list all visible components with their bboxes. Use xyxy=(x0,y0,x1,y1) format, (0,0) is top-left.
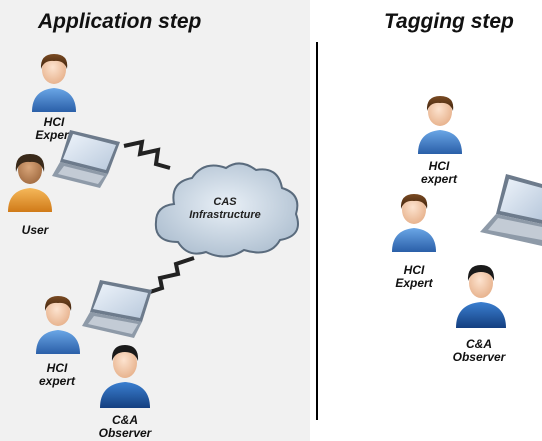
hci-expert-label: HCI Expert xyxy=(35,115,73,142)
laptop-icon xyxy=(52,130,120,188)
observer-label: C&A Observer xyxy=(452,337,506,364)
tagging-step-title: Tagging step xyxy=(384,10,514,33)
cas-infrastructure-label: CAS Infrastructure xyxy=(189,196,261,221)
laptop-icon xyxy=(82,280,152,338)
user-label: User xyxy=(21,223,49,237)
hci-expert-person-icon xyxy=(36,296,80,354)
hci-expert-label: HCI expert xyxy=(38,361,76,388)
hci-expert-person-icon xyxy=(32,54,76,112)
hci-expert-label: HCI Expert xyxy=(395,263,433,290)
cloud-icon xyxy=(154,162,299,258)
hci-expert-person-icon xyxy=(418,96,462,154)
user-person-icon xyxy=(8,154,52,212)
application-step-title: Application step xyxy=(38,10,202,33)
hci-expert-person-icon xyxy=(392,194,436,252)
observer-person-icon xyxy=(456,265,506,328)
wireless-link-icon xyxy=(143,256,195,296)
hci-expert-label: HCI expert xyxy=(420,159,458,186)
observer-label: C&A Observer xyxy=(98,413,152,440)
panel-divider xyxy=(316,42,318,420)
wireless-link-icon xyxy=(123,139,171,170)
laptop-icon xyxy=(480,174,542,246)
observer-person-icon xyxy=(100,345,150,408)
